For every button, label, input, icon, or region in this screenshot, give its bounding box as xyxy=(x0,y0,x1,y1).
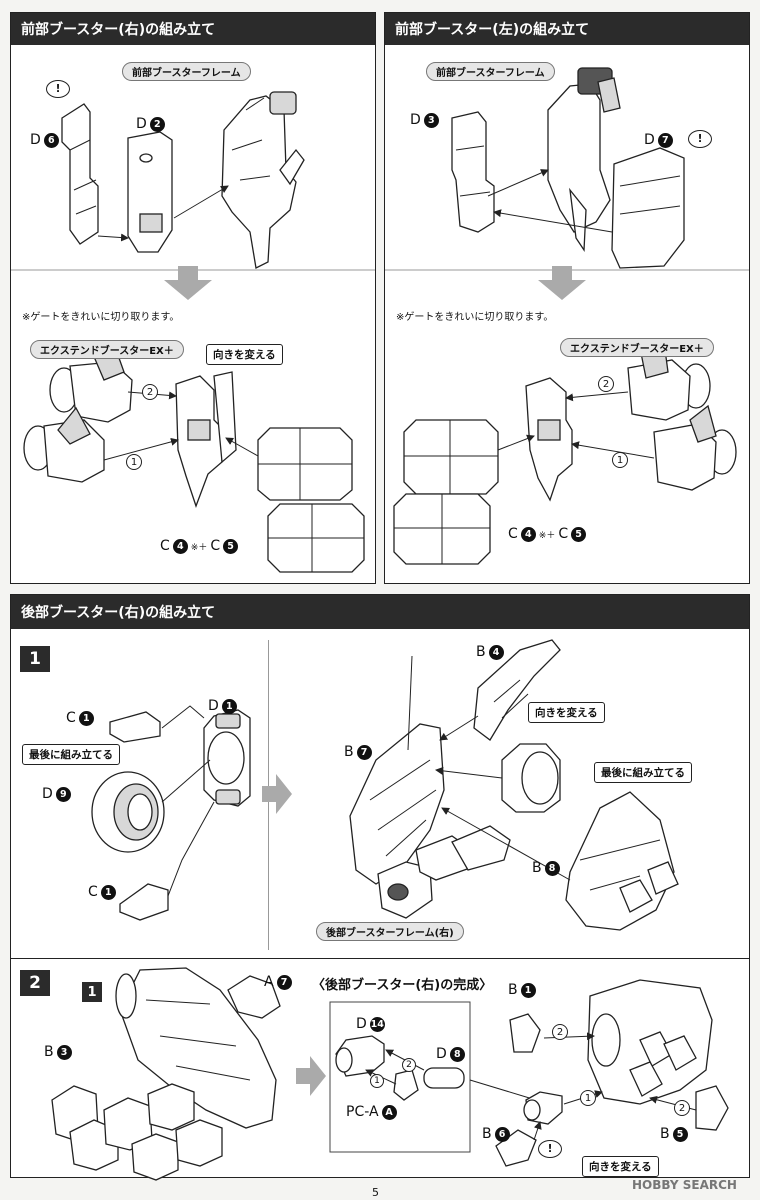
step-circle-2-complete: 2 xyxy=(552,1024,568,1040)
exclaim-right: ! xyxy=(46,80,70,98)
down-arrow-left xyxy=(538,266,586,300)
completion-inset xyxy=(329,1001,471,1153)
completion-title: 〈後部ブースター(右)の完成〉 xyxy=(312,978,493,993)
right-arrow-step1 xyxy=(262,774,292,814)
ref-step-1-badge: 1 xyxy=(82,982,102,1002)
front-left-title: 前部ブースター(左)の組み立て xyxy=(385,13,749,45)
step-2-badge: 2 xyxy=(20,970,50,996)
rear-step1-small-parts xyxy=(91,705,251,921)
step-circle-2-complete-b: 2 xyxy=(674,1100,690,1116)
front-right-boosters xyxy=(23,343,365,573)
booster-label-left: エクステンドブースターEX＋ xyxy=(560,338,714,357)
step-circle-1-right: 1 xyxy=(126,454,142,470)
step-circle-2-inset: 2 xyxy=(402,1058,416,1072)
last-assemble-label: 最後に組み立てる xyxy=(22,744,120,765)
front-left-boosters xyxy=(393,341,737,565)
frame-label-right: 前部ブースターフレーム xyxy=(122,62,251,81)
step-circle-1-left: 1 xyxy=(612,452,628,468)
right-arrow-step2 xyxy=(296,1056,326,1096)
last-assemble-label-2: 最後に組み立てる xyxy=(594,762,692,783)
step-circle-1-inset: 1 xyxy=(370,1074,384,1088)
page-number: 5 xyxy=(372,1186,379,1199)
step-circle-1-complete: 1 xyxy=(580,1090,596,1106)
step-1-badge: 1 xyxy=(20,646,50,672)
completion-parts xyxy=(335,1035,537,1101)
rear-right-title: 後部ブースター(右)の組み立て xyxy=(11,595,749,629)
gate-note-left: ※ゲートをきれいに切り取ります。 xyxy=(396,312,554,323)
gate-note-right: ※ゲートをきれいに切り取ります。 xyxy=(22,312,180,323)
direction-label-step2: 向きを変える xyxy=(582,1156,659,1177)
frame-label-left: 前部ブースターフレーム xyxy=(426,62,555,81)
watermark: HOBBY SEARCH xyxy=(632,1178,737,1192)
direction-label-right: 向きを変える xyxy=(206,344,283,365)
exclaim-left: ! xyxy=(688,130,712,148)
step-divider xyxy=(10,958,750,959)
booster-label-right: エクステンドブースターEX＋ xyxy=(30,340,184,359)
step-circle-2-left: 2 xyxy=(598,376,614,392)
rear-step1-assembly xyxy=(349,639,679,931)
direction-label-step1: 向きを変える xyxy=(528,702,605,723)
rear-frame-label: 後部ブースターフレーム(右) xyxy=(316,922,464,941)
step-circle-2-right: 2 xyxy=(142,384,158,400)
exclaim-step2: ! xyxy=(538,1140,562,1158)
rear-step2-assembly xyxy=(51,967,281,1181)
front-left-parts xyxy=(451,67,685,269)
down-arrow-right xyxy=(164,266,212,300)
front-right-parts xyxy=(61,91,305,269)
completion-assembly xyxy=(495,979,729,1167)
front-right-title: 前部ブースター(右)の組み立て xyxy=(11,13,375,45)
